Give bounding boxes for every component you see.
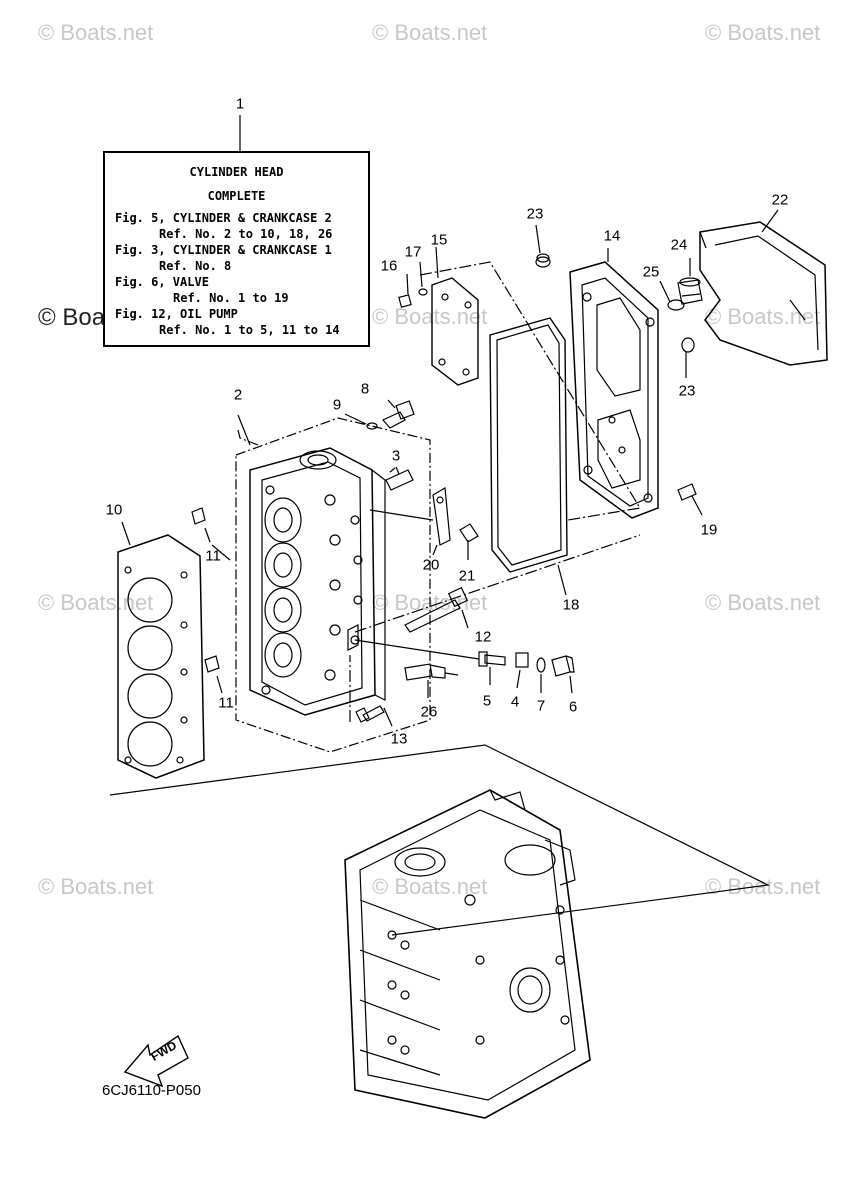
watermark: © Boats.net xyxy=(705,304,821,329)
callout-9[interactable]: 9 xyxy=(332,396,342,414)
sleeve xyxy=(385,466,414,491)
callout-18[interactable]: 18 xyxy=(562,596,580,614)
info-box: CYLINDER HEAD COMPLETE Fig. 5, CYLINDER … xyxy=(103,151,370,347)
info-box-line: Ref. No. 8 xyxy=(159,259,232,273)
info-box-line: Ref. No. 1 to 19 xyxy=(173,291,289,305)
callout-11[interactable]: 11 xyxy=(205,547,221,565)
callout-8[interactable]: 8 xyxy=(360,380,370,398)
rubber-gasket xyxy=(489,317,568,596)
callout-13[interactable]: 13 xyxy=(390,730,408,748)
head-cover xyxy=(569,248,659,519)
callout-15[interactable]: 15 xyxy=(430,231,448,249)
cover-plate xyxy=(369,487,479,560)
assembly-outline xyxy=(235,417,431,753)
callout-22[interactable]: 22 xyxy=(771,191,789,209)
dowel-pin xyxy=(191,507,223,694)
callout-1[interactable]: 1 xyxy=(235,95,245,113)
callout-19[interactable]: 19 xyxy=(700,521,718,539)
info-box-line: Fig. 6, VALVE xyxy=(115,275,209,289)
callout-2[interactable]: 2 xyxy=(233,386,243,404)
watermark: © Boats.net xyxy=(705,874,821,899)
cover-gasket-plate xyxy=(398,246,479,386)
callout-12[interactable]: 12 xyxy=(474,628,492,646)
callout-17[interactable]: 17 xyxy=(404,243,422,261)
info-box-line: Ref. No. 2 to 10, 18, 26 xyxy=(159,227,333,241)
info-box-line: Fig. 3, CYLINDER & CRANKCASE 1 xyxy=(115,243,332,257)
head-gasket xyxy=(117,534,205,779)
callout-24[interactable]: 24 xyxy=(670,236,688,254)
info-box-line: Fig. 5, CYLINDER & CRANKCASE 2 xyxy=(115,211,332,225)
fastener-group xyxy=(354,639,575,694)
callout-11[interactable]: 11 xyxy=(218,694,234,712)
callout-23[interactable]: 23 xyxy=(526,205,544,223)
callout-20[interactable]: 20 xyxy=(422,556,440,574)
bolt-13 xyxy=(355,705,393,727)
watermark: © Boats.net xyxy=(705,20,821,45)
callout-16[interactable]: 16 xyxy=(380,257,398,275)
info-box-subtitle: COMPLETE xyxy=(207,189,266,203)
info-box-line: Fig. 12, OIL PUMP xyxy=(115,307,238,321)
watermark: © Boats.net xyxy=(38,20,154,45)
bolt-12 xyxy=(404,586,469,633)
oil-filler-cap xyxy=(659,258,703,311)
callout-10[interactable]: 10 xyxy=(105,501,123,519)
callout-14[interactable]: 14 xyxy=(603,227,621,245)
callout-3[interactable]: 3 xyxy=(391,447,401,465)
fwd-arrow-icon xyxy=(123,1034,189,1088)
cylinder-head xyxy=(249,447,386,716)
watermark: © Boats.net xyxy=(705,590,821,615)
callout-7[interactable]: 7 xyxy=(536,697,546,715)
figure-code: 6CJ6110-P050 xyxy=(102,1082,201,1099)
callout-25[interactable]: 25 xyxy=(642,263,660,281)
temperature-sensor xyxy=(404,663,459,698)
grommet xyxy=(535,224,695,378)
info-box-title: CYLINDER HEAD xyxy=(189,165,284,179)
callout-6[interactable]: 6 xyxy=(568,698,578,716)
callout-23[interactable]: 23 xyxy=(678,382,696,400)
watermark: © Boats.net xyxy=(372,20,488,45)
callout-4[interactable]: 4 xyxy=(510,693,520,711)
info-box-line: Ref. No. 1 to 5, 11 to 14 xyxy=(159,323,340,337)
callout-21[interactable]: 21 xyxy=(458,567,476,585)
bolt-19 xyxy=(677,483,703,516)
watermark: © Boats.net xyxy=(38,590,154,615)
protector-cover xyxy=(699,209,828,366)
crankcase-block xyxy=(344,789,591,1119)
watermark: © Boats.net xyxy=(38,874,154,899)
callout-26[interactable]: 26 xyxy=(420,703,438,721)
bolt-8 xyxy=(344,399,415,430)
callout-5[interactable]: 5 xyxy=(482,692,492,710)
